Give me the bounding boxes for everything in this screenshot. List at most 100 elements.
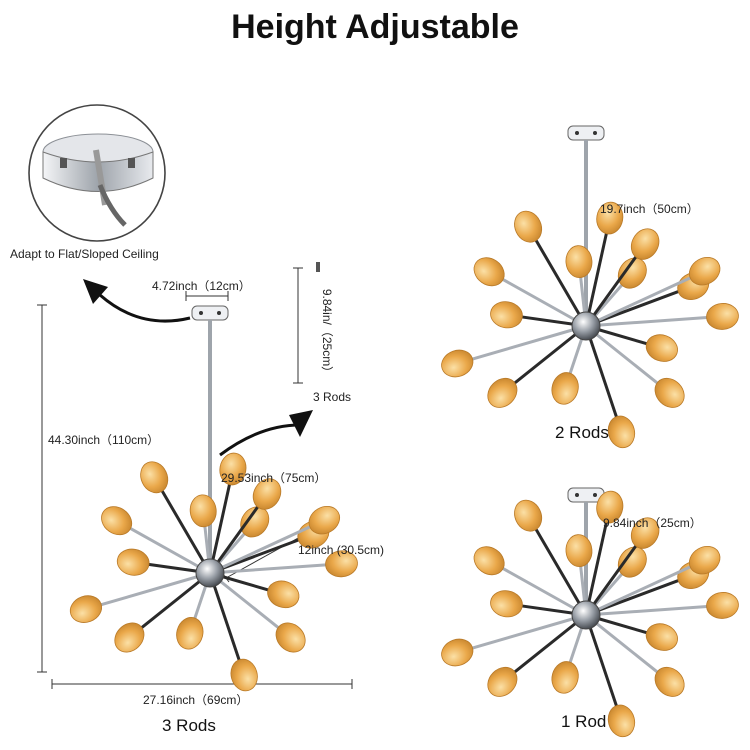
bulb-icon	[654, 377, 685, 408]
arrow-curved-icon	[219, 410, 313, 457]
arm	[468, 324, 587, 362]
chandelier-1-rod	[441, 487, 739, 738]
arm	[531, 234, 588, 327]
bulb-icon	[116, 548, 150, 576]
total-width-marker	[51, 679, 353, 689]
total-height-marker	[37, 304, 47, 673]
arm	[209, 523, 315, 575]
hub	[571, 600, 601, 630]
bulb-icon	[69, 595, 103, 623]
canopy-icon	[567, 125, 605, 141]
arm	[585, 324, 663, 388]
bulb-icon	[654, 666, 685, 697]
rod-length-marker	[293, 267, 303, 384]
canopy-width-marker	[185, 291, 229, 301]
arm	[136, 571, 211, 632]
bulb-icon	[230, 658, 258, 692]
arm	[209, 571, 284, 632]
arm	[209, 563, 330, 575]
bulb-icon	[441, 638, 474, 667]
total-height-label: 44.30inch（110cm）	[48, 433, 160, 447]
bulb-icon	[706, 303, 739, 330]
arm	[585, 274, 695, 328]
bulb-icon	[551, 661, 579, 694]
bulb-icon	[596, 201, 624, 235]
arm	[208, 478, 233, 574]
arm	[96, 571, 211, 608]
bulb-icon	[688, 256, 721, 286]
arm	[585, 613, 663, 677]
bulb-icon	[487, 377, 518, 408]
bulb-icon	[565, 245, 593, 279]
bulb-icon	[551, 372, 579, 405]
bulb-icon	[219, 452, 247, 486]
total-width-label: 27.16inch（69cm）	[143, 693, 249, 707]
arm	[584, 227, 610, 327]
arm	[509, 324, 587, 388]
rod-icon	[316, 262, 365, 382]
bulb-icon	[473, 257, 505, 287]
bulb-icon	[490, 590, 523, 618]
bulb-icon	[487, 666, 518, 697]
canopy-width-label: 4.72inch（12cm）	[152, 279, 251, 293]
rod-label-1-rod: 9.84inch（25cm）	[603, 516, 702, 530]
arm	[468, 613, 587, 651]
bulb-icon	[267, 580, 300, 609]
arm	[125, 524, 211, 575]
bulb-icon	[514, 499, 543, 532]
bulb-icon	[325, 550, 358, 578]
bulb-icon	[617, 546, 647, 578]
rod-label-2-rods: 19.7inch（50cm）	[600, 202, 699, 216]
bulb-icon	[645, 623, 678, 651]
bulb-icon	[630, 517, 660, 549]
bulb-icon	[176, 617, 204, 650]
mount-detail	[28, 104, 166, 242]
fixture-caption-1-rod: 1 Rod	[561, 712, 607, 731]
page-title: Height Adjustable	[231, 8, 519, 46]
bulb-icon	[189, 494, 217, 528]
bulb-icon	[630, 228, 660, 260]
bulb-icon	[688, 545, 721, 575]
arm-length-label: 12inch (30.5cm)	[298, 543, 385, 557]
arm	[584, 325, 620, 424]
arm	[585, 604, 711, 617]
arm	[585, 315, 711, 328]
arm	[585, 563, 695, 617]
rods-label: 3 Rods	[313, 390, 352, 404]
hub	[195, 558, 225, 588]
bulb-icon	[114, 622, 145, 653]
arm	[208, 572, 243, 667]
canopy-icon	[191, 305, 229, 321]
bulb-icon	[308, 505, 341, 535]
arrow-curved-icon	[83, 279, 191, 323]
arm	[498, 275, 587, 328]
bulb-icon	[473, 546, 505, 576]
bulb-icon	[101, 506, 133, 536]
arm	[208, 501, 263, 574]
drop-length-label: 29.53inch（75cm）	[221, 471, 327, 485]
bulb-icon	[645, 334, 678, 362]
bulb-icon	[140, 461, 169, 494]
arm	[584, 251, 641, 327]
fixture-caption-2-rods: 2 Rods	[555, 423, 609, 442]
canopy-icon	[567, 487, 605, 503]
arm	[498, 564, 587, 617]
arm	[584, 614, 620, 713]
bulb-icon	[565, 534, 593, 568]
arm	[584, 516, 610, 616]
arm	[157, 485, 212, 574]
arm	[584, 540, 641, 616]
chandelier-2-rods	[441, 125, 739, 449]
bulb-icon	[607, 704, 636, 738]
fixture-caption-3-rods: 3 Rods	[162, 716, 216, 735]
bulb-icon	[514, 210, 543, 243]
mount-caption: Adapt to Flat/Sloped Ceiling	[10, 247, 159, 261]
arm	[509, 613, 587, 677]
bulb-icon	[275, 622, 306, 653]
bulb-icon	[706, 592, 739, 619]
bulb-icon	[617, 257, 647, 289]
bulb-icon	[490, 301, 523, 329]
bulb-icon	[252, 478, 282, 510]
bulb-icon	[607, 415, 636, 449]
